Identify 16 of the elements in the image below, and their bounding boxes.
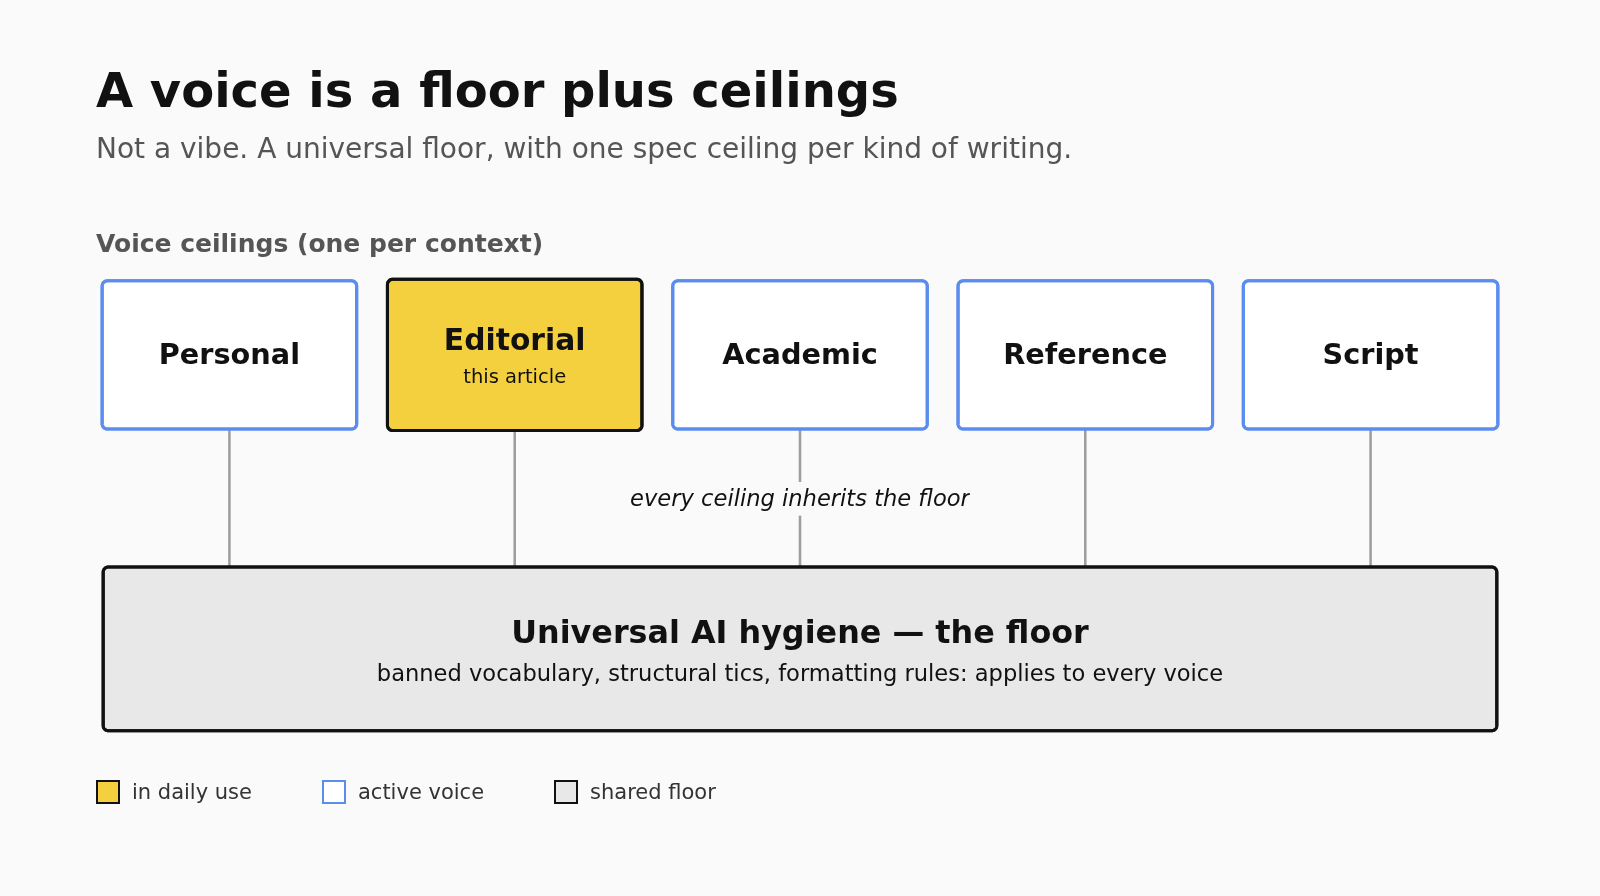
- connector-line: [1084, 428, 1087, 567]
- legend-text: in daily use: [132, 779, 252, 804]
- voice-box: Academic: [671, 278, 929, 431]
- connector-line: [1369, 428, 1372, 567]
- voice-box: Script: [1241, 278, 1500, 431]
- title: A voice is a floor plus ceilings: [96, 62, 899, 120]
- legend-text: shared floor: [590, 779, 716, 804]
- section-heading: Voice ceilings (one per context): [96, 228, 544, 258]
- legend-text: active voice: [357, 779, 485, 804]
- subtitle: Not a vibe. A universal floor, with one spec ceiling per kind of writing.: [96, 131, 1073, 165]
- connector-line: [228, 428, 231, 567]
- voice-box: Reference: [956, 278, 1215, 431]
- connector-line: [513, 430, 516, 567]
- highlighted-voice-box: Editorial this article: [385, 277, 644, 432]
- voice-box: Personal: [100, 278, 359, 431]
- floor-panel: Universal AI hygiene — the floor banned vocabulary, structural tics, formatting rules: applies to every voice: [101, 565, 1499, 732]
